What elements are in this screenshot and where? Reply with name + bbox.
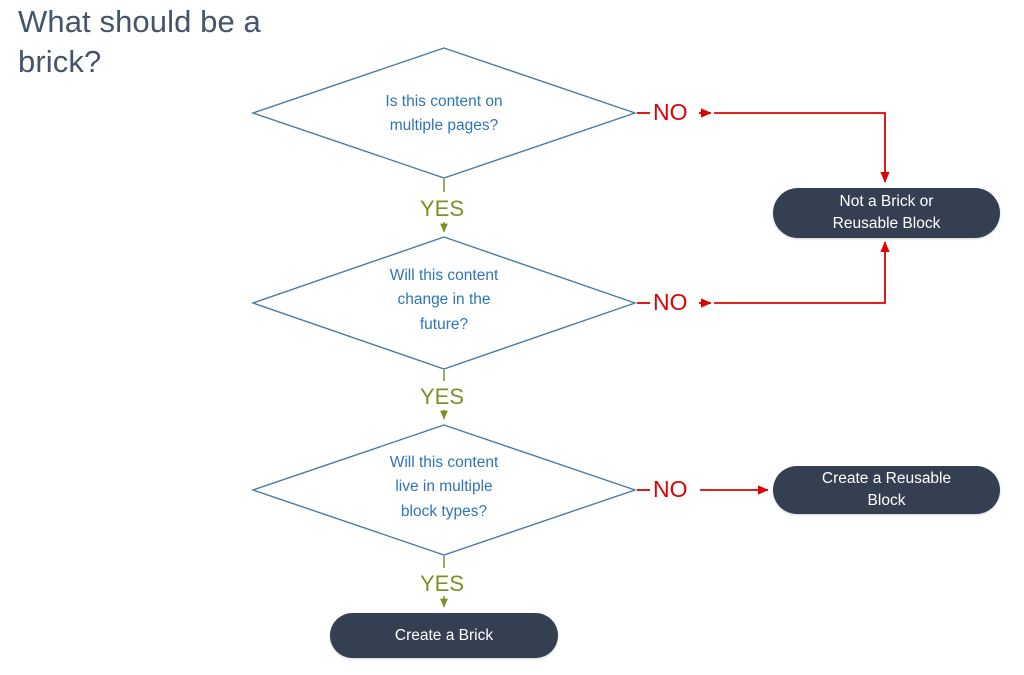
terminator-reusable-line-1: Create a Reusable (821, 470, 952, 487)
page-title: What should be a brick? (18, 4, 261, 79)
connector-no-1-path (714, 112, 890, 183)
decision-diamond-1 (250, 47, 638, 179)
terminator-not-a-brick-line-1: Not a Brick or (839, 193, 934, 210)
terminator-reusable-line-2: Block (867, 492, 906, 509)
edge-label-yes-3: YES (420, 571, 465, 596)
decision-diamond-3 (250, 424, 638, 556)
terminator-create-reusable-block[interactable]: Create a Reusable Block (773, 466, 1000, 514)
connector-no-2-path (714, 241, 890, 304)
edge-label-no-1: NO (653, 99, 688, 125)
terminator-brick-line-1: Create a Brick (394, 626, 494, 644)
terminator-create-a-brick[interactable]: Create a Brick (330, 613, 558, 658)
edge-label-yes-1: YES (420, 196, 465, 221)
edge-label-yes-2: YES (420, 384, 465, 409)
terminator-not-a-brick-line-2: Reusable Block (832, 215, 941, 232)
terminator-not-a-brick[interactable]: Not a Brick or Reusable Block (773, 188, 1000, 238)
decision-diamond-2 (250, 236, 638, 370)
edge-label-no-2: NO (653, 289, 688, 315)
edge-label-no-3: NO (653, 476, 688, 502)
